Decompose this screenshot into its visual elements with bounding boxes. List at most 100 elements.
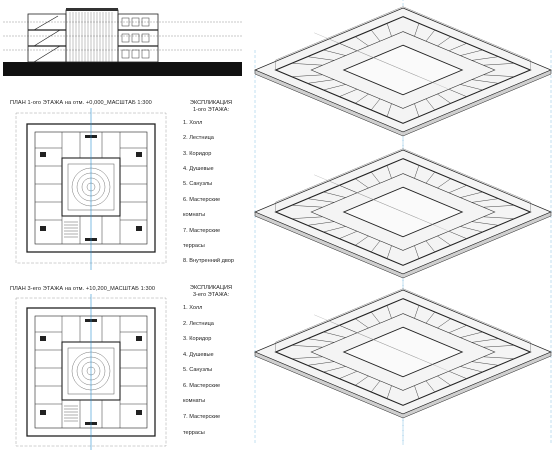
axo-floor-2-room-wall [414,165,420,179]
axo-floor-2-room-wall [355,235,369,246]
section-facade-mullions [69,12,113,62]
axo-floor-1-room-wall [471,56,499,61]
axo-floor-2-room-wall [323,191,346,198]
axo-floor-3-room-wall [370,380,381,393]
axo-floor-2-room-wall [386,165,392,179]
axo-floor-1-room-wall [339,43,358,52]
legend-1-heading: ЭКСПЛИКАЦИЯ [189,100,233,106]
axo-floor-3-room-wall [448,370,467,379]
legend-3-heading: ЭКСПЛИКАЦИЯ [189,285,233,291]
axo-floor-2-room-wall [425,240,436,253]
axo-floor-1-room-wall [460,49,483,56]
axo-floor-3-room-wall [471,338,499,343]
axo-floor-2-outer-wall [274,158,532,266]
axo-floor-2-room-wall [370,240,381,253]
legend-item: 6. Мастерские [183,196,221,203]
axo-floor-2-room-wall [370,171,381,184]
axo-floor-3-room-wall [483,345,515,348]
legend-item: террасы [183,242,205,249]
axo-floor-3-room-wall [471,361,499,366]
axo-floor-1-room-wall [386,23,392,37]
legend-item: 4. Душевые [183,351,214,358]
axo-floor-1-room-wall [339,88,358,97]
axo-floor-1-room-wall [425,29,436,42]
axo-floor-2-courtyard-grid [402,211,448,231]
axo-floor-3-room-wall [307,361,335,366]
axo-floor-1-room-wall [355,36,369,47]
axo-floor-2-room-wall [460,191,483,198]
axo-floor-2-room-wall [291,216,323,219]
axo-floor-1-room-wall [370,29,381,42]
legend-item: 1. Холл [183,304,203,311]
axo-floor-1-room-wall [437,36,451,47]
axo-floor-2-room-wall [307,221,335,226]
legend-item: 6. Мастерские [183,382,221,389]
section-stair [33,15,61,63]
axo-floor-1-room-wall [483,63,515,66]
plan-3-title: ПЛАН 3-его ЭТАЖА на отм. +10,200_МАСШТАБ… [10,286,156,292]
axo-floor-1-room-wall [291,74,323,77]
axo-floor-2-room-wall [460,226,483,233]
axo-floor-3-room-wall [425,311,436,324]
axo-floor-3-room-wall [414,385,420,399]
axo-floor-2-room-wall [448,185,467,194]
plan-1-stair [64,221,78,238]
axo-floor-3-room-wall [355,318,369,329]
axo-floor-1-room-wall [370,98,381,111]
axo-floor-3-room-wall [448,325,467,334]
axo-floor-3-room-wall [414,305,420,319]
axo-floor-3-room-wall [370,311,381,324]
axo-floor-1-room-wall [307,79,335,84]
section-right-wing [117,13,159,63]
legend-item: 5. Санузлы [183,181,213,188]
axo-floor-2-room-wall [339,230,358,239]
axo-floor-1-courtyard-grid [402,69,448,89]
axo-floor-3-room-wall [425,380,436,393]
legend-item: 3. Коридор [183,336,212,343]
axo-floor-1-room-wall [448,43,467,52]
legend-item: 5. Санузлы [183,367,213,374]
axo-floor-2-wall-height [275,148,531,212]
axo-floor-2-slab-edge [254,211,552,279]
axo-floor-2-room-wall [483,216,515,219]
axo-floor-1-room-wall [425,98,436,111]
axo-floor-1-outer-wall [274,16,532,124]
legend-item: 8. Внутренний двор [183,258,234,265]
axo-floor-3-room-wall [437,375,451,386]
axo-floor-3-room-wall [339,325,358,334]
plan-1-rooms [35,132,147,244]
axo-floor-3-room-wall [291,345,323,348]
axo-floor-1-corridor [310,31,496,109]
axo-floor-2-room-wall [437,235,451,246]
axo-floor-1-room-wall [307,56,335,61]
axo-floor-1-room-wall [471,79,499,84]
axo-floor-2-room-wall [355,178,369,189]
legend-item: 7. Мастерские [183,414,221,421]
axo-floor-1-room-wall [323,49,346,56]
plan-1-title: ПЛАН 1-ого ЭТАЖА на отм. +0,000_МАСШТАБ … [10,100,152,106]
axo-floor-2-room-wall [448,230,467,239]
axo-floor-3-room-wall [460,331,483,338]
section-roof [66,8,118,11]
axo-floor-3-room-wall [355,375,369,386]
axo-floor-3-room-wall [323,331,346,338]
axo-floor-3-room-wall [437,318,451,329]
axo-floor-3-room-wall [291,356,323,359]
axo-floor-1-room-wall [386,103,392,117]
section-right-openings [121,17,150,59]
axo-floor-3-slab-edge [254,351,552,419]
legend-item: 2. Лестница [183,135,214,142]
axo-floor-1-room-wall [448,88,467,97]
axo-floor-3-room-wall [483,356,515,359]
axo-floor-2-room-wall [339,185,358,194]
legend-1-header: ЭКСПЛИКАЦИЯ 1-ого ЭТАЖА: [183,100,239,114]
axo-floor-2-room-wall [323,226,346,233]
axo-floor-3-corridor [310,313,496,391]
legend-item: комнаты [183,398,206,405]
axo-floor-2-room-wall [471,221,499,226]
